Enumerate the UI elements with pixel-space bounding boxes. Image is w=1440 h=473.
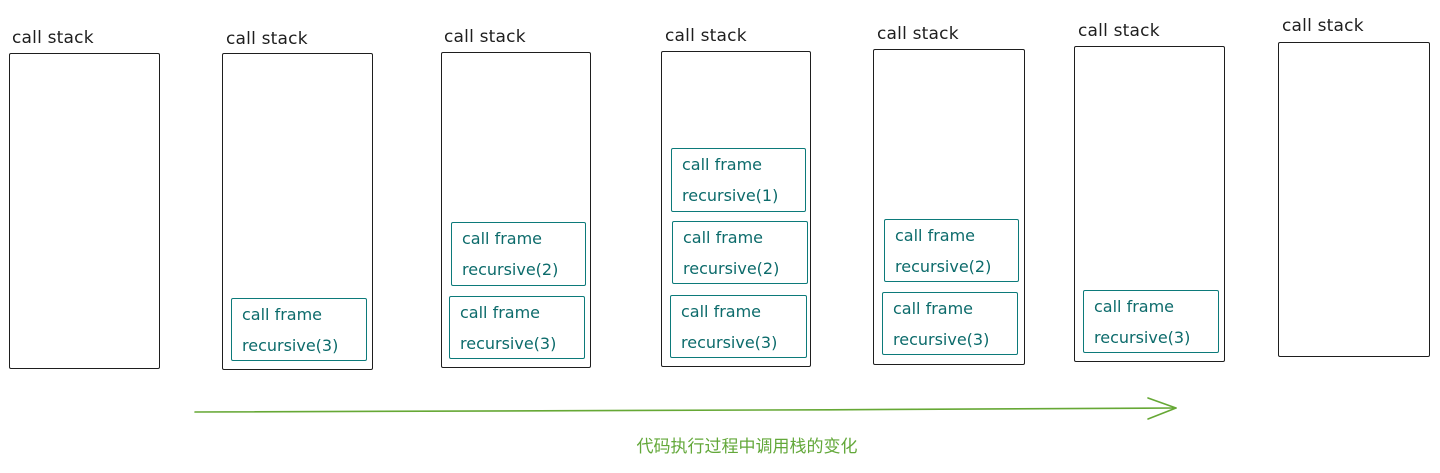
frame-function: recursive(3): [893, 330, 990, 349]
frame-title: call frame: [462, 229, 543, 248]
call-stack-5: [873, 49, 1025, 365]
stack-6-frame-1: call frame recursive(3): [1083, 290, 1219, 353]
frame-function: recursive(2): [895, 257, 992, 276]
call-stack-3: [441, 52, 591, 368]
arrow-head: [1147, 397, 1177, 420]
call-stack-7: [1278, 42, 1430, 357]
stack-5-frame-2: call frame recursive(3): [882, 292, 1018, 355]
stack-5-frame-1: call frame recursive(2): [884, 219, 1019, 282]
stack-2-label: call stack: [226, 29, 308, 49]
stack-2-frame-1: call frame recursive(3): [231, 298, 367, 361]
stack-6-label: call stack: [1078, 21, 1160, 41]
stack-4-label: call stack: [665, 26, 747, 46]
frame-title: call frame: [1094, 297, 1175, 316]
frame-function: recursive(2): [683, 259, 780, 278]
call-stack-6: [1074, 46, 1225, 362]
stack-4-frame-2: call frame recursive(2): [672, 221, 808, 284]
stack-4-frame-1: call frame recursive(1): [671, 148, 806, 212]
frame-function: recursive(3): [242, 336, 339, 355]
frame-title: call frame: [242, 305, 323, 324]
stack-3-frame-1: call frame recursive(2): [451, 222, 586, 286]
frame-title: call frame: [683, 228, 764, 247]
frame-function: recursive(3): [460, 334, 557, 353]
call-stack-1: [9, 53, 160, 369]
stack-5-label: call stack: [877, 24, 959, 44]
frame-function: recursive(2): [462, 260, 559, 279]
frame-function: recursive(3): [681, 333, 778, 352]
diagram-caption: 代码执行过程中调用栈的变化: [636, 437, 858, 457]
call-stack-4: [661, 51, 811, 367]
frame-title: call frame: [682, 155, 763, 174]
stack-1-label: call stack: [12, 28, 94, 48]
frame-title: call frame: [460, 303, 541, 322]
stack-4-frame-3: call frame recursive(3): [670, 295, 807, 358]
stack-3-label: call stack: [444, 27, 526, 47]
arrow-shaft: [194, 407, 1177, 413]
frame-function: recursive(3): [1094, 328, 1191, 347]
stack-3-frame-2: call frame recursive(3): [449, 296, 585, 359]
stack-7-label: call stack: [1282, 16, 1364, 36]
call-stack-2: [222, 53, 373, 370]
frame-title: call frame: [895, 226, 976, 245]
frame-title: call frame: [893, 299, 974, 318]
frame-function: recursive(1): [682, 186, 779, 205]
frame-title: call frame: [681, 302, 762, 321]
